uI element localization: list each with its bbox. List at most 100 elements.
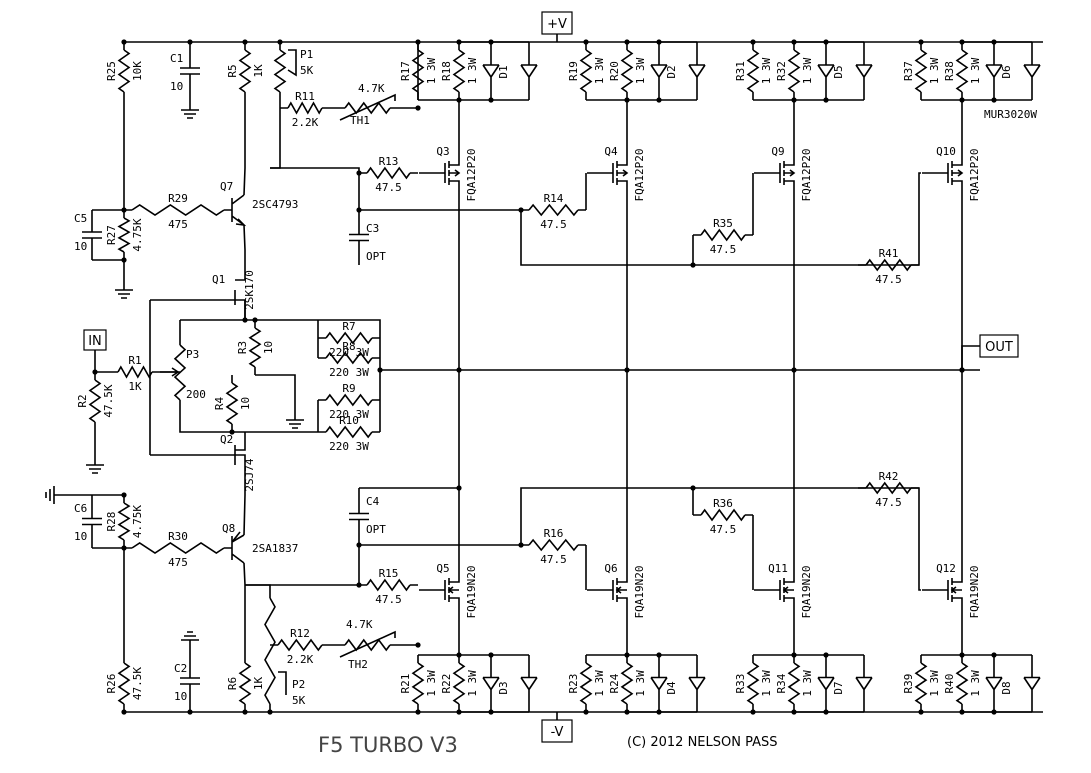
resistor-value: 10	[239, 397, 252, 410]
transistor-part: 2SA1837	[252, 542, 298, 555]
diode-ref: D2	[665, 65, 678, 78]
wire	[692, 173, 754, 265]
junction-dot	[242, 709, 248, 715]
resistor-value: 10K	[131, 61, 144, 81]
wire	[243, 494, 246, 655]
capacitor-ref: C5	[74, 212, 87, 225]
resistor-ref: R33	[734, 674, 747, 694]
resistor-ref: R17	[399, 61, 412, 81]
junction-dot	[918, 39, 924, 45]
diode-d6-b	[1023, 42, 1041, 100]
capacitor-value: 10	[174, 690, 187, 703]
junction-dot	[267, 709, 273, 715]
resistor-value: 1K	[128, 380, 142, 393]
input-label: IN	[88, 334, 102, 349]
resistor-value: 1 3W	[969, 670, 982, 697]
diode-d1-b	[520, 42, 538, 100]
resistor-ref: R6	[226, 677, 239, 690]
gate-bus-n	[245, 487, 921, 591]
transistor-part: FQA12P20	[633, 149, 646, 202]
capacitor-value: 10	[74, 240, 87, 253]
junction-dot	[518, 207, 524, 213]
resistor-ref: R11	[295, 90, 315, 103]
junction-dot	[488, 709, 494, 715]
resistor-ref: R24	[608, 673, 621, 693]
resistor-value: 1 3W	[466, 57, 479, 84]
junction-dot	[121, 709, 127, 715]
thermistor-value: 4.7K	[358, 82, 385, 95]
pot-value: 5K	[292, 694, 306, 707]
junction-dot	[121, 492, 127, 498]
resistor-ref: R3	[236, 341, 249, 354]
resistor-value: 1 3W	[928, 57, 941, 84]
diode-d3	[482, 655, 500, 712]
resistor-value: 4.75K	[131, 218, 144, 251]
capacitor-ref: C6	[74, 502, 87, 515]
wire	[255, 374, 296, 410]
resistor-value: 1 3W	[634, 57, 647, 84]
capacitor-ref: C4	[366, 495, 380, 508]
junction-dot	[187, 39, 193, 45]
junction-dot	[488, 97, 494, 103]
wire	[243, 167, 246, 280]
resistor-value: 1K	[252, 677, 265, 691]
junction-dot	[488, 652, 494, 658]
junction-dot	[121, 545, 127, 551]
vminus-label: -V	[551, 725, 564, 740]
capacitor-ref: C2	[174, 662, 187, 675]
resistor-r12: R12 2.2K	[270, 627, 330, 666]
resistor-value: 47.5K	[131, 667, 144, 700]
junction-dot	[121, 257, 127, 263]
resistor-ref: R4	[213, 397, 226, 411]
gate-bus-p	[358, 172, 921, 266]
transistor-part: FQA12P20	[968, 149, 981, 202]
resistor-ref: R12	[290, 627, 310, 640]
diode-d7-b	[855, 655, 873, 712]
vplus-port: +V	[541, 11, 573, 42]
transistor-ref: Q6	[604, 562, 617, 575]
resistor-ref: R18	[440, 61, 453, 81]
resistor-ref: R9	[342, 382, 355, 395]
resistor-value: 2.2K	[287, 653, 314, 666]
resistor-value: 1 3W	[801, 57, 814, 84]
resistor-ref: R7	[342, 320, 355, 333]
resistor-ref: R41	[879, 247, 899, 260]
diode-d6	[985, 42, 1003, 100]
junction-dot	[823, 709, 829, 715]
resistor-ref: R35	[713, 217, 733, 230]
thermistor-value: 4.7K	[346, 618, 373, 631]
resistor-value: 220 3W	[329, 440, 369, 453]
diode-ref: D7	[832, 681, 845, 694]
junction-dot	[583, 709, 589, 715]
resistor-value: 475	[168, 556, 188, 569]
diode-part-label: MUR3020W	[984, 108, 1037, 121]
junction-dot	[456, 709, 462, 715]
transistor-part: FQA19N20	[465, 566, 478, 619]
junction-dot	[991, 39, 997, 45]
diode-d2	[650, 42, 668, 100]
resistor-ref: R15	[379, 567, 399, 580]
junction-dot	[959, 367, 965, 373]
ground-icon	[181, 631, 199, 650]
